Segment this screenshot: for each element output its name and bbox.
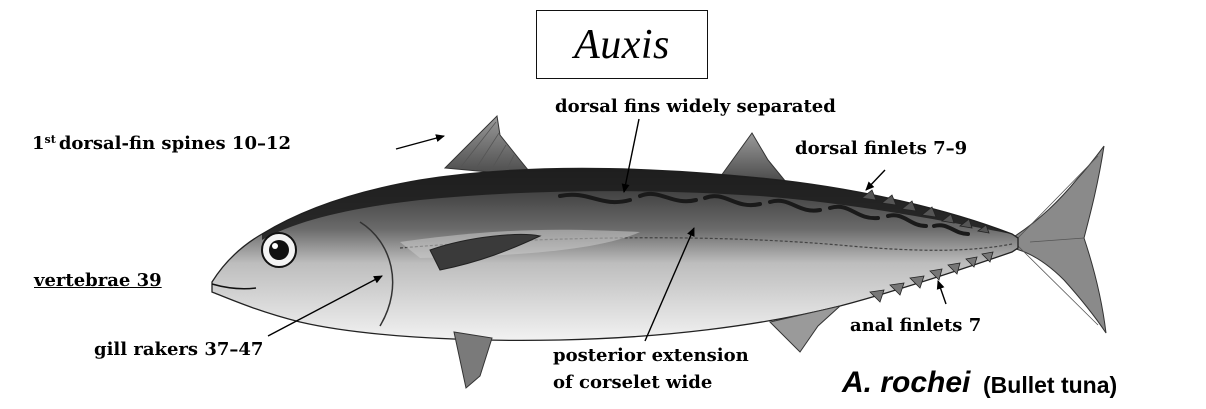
dorsal-spines-text: dorsal-fin spines 10–12 [59,133,291,154]
label-anal-finlets: anal finlets 7 [850,315,981,337]
arrow-dorsal-spines [396,136,444,149]
ordinal-number: 1 [32,133,45,154]
species-scientific-name: A. rochei [842,365,970,401]
label-corselet-line1: posterior extension [553,345,749,367]
label-gill-rakers: gill rakers 37–47 [94,339,263,361]
eye-pupil [269,240,289,260]
ordinal-suffix: st [45,133,56,146]
arrow-dorsal-finlets [866,170,885,190]
arrow-anal-finlets [938,281,946,304]
label-corselet-line2: of corselet wide [553,372,712,394]
pelvic-fin [454,332,492,388]
genus-title: Auxis [536,10,708,79]
species-common-name: (Bullet tuna) [983,370,1117,400]
first-dorsal-fin [445,116,533,176]
eye-highlight [272,243,278,249]
label-vertebrae: vertebrae 39 [34,270,162,292]
label-dorsal-fins-separated: dorsal fins widely separated [555,96,836,118]
label-dorsal-finlets: dorsal finlets 7–9 [795,138,967,160]
